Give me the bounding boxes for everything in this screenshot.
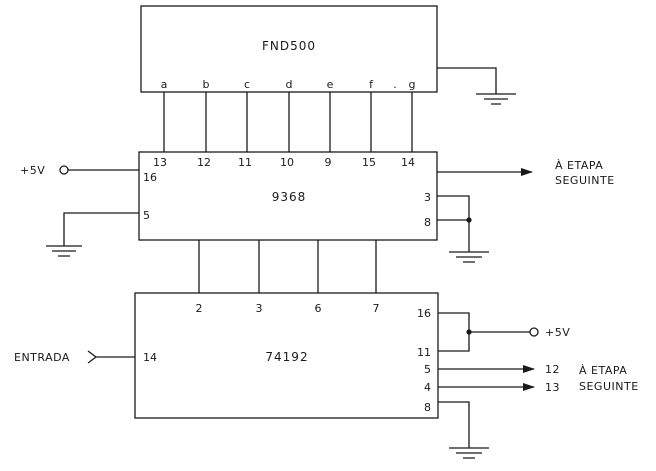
decoder-9368-body [138, 151, 438, 241]
counter-pin-5: 5 [424, 363, 431, 376]
decoder-pin-16: 16 [143, 171, 157, 184]
decoder-pin-11: 11 [238, 156, 252, 169]
next-stage-bottom-line2: SEGUINTE [579, 380, 639, 393]
fnd500-label: FND500 [262, 39, 316, 53]
decoder-9368: 9368 13 12 11 10 9 15 14 16 5 3 8 [138, 151, 438, 241]
output-13-label: 13 [545, 381, 560, 394]
fnd500-ground [437, 67, 516, 105]
decoder-pin-9: 9 [325, 156, 332, 169]
vcc-terminal-right [529, 327, 539, 337]
fnd500-pin-d: d [286, 78, 293, 91]
next-stage-top-line2: SEGUINTE [555, 174, 615, 187]
counter-pin-6: 6 [315, 302, 322, 315]
decoder-pin-13: 13 [153, 156, 167, 169]
decoder-pin3-pin8-ground [437, 195, 489, 263]
decoder-pin-12: 12 [197, 156, 211, 169]
decoder-pin-15: 15 [362, 156, 376, 169]
decoder-output: À ETAPA SEGUINTE [437, 159, 615, 187]
decoder-pin-5: 5 [143, 209, 150, 222]
fnd500-pin-b: b [203, 78, 210, 91]
vcc-label-right: +5V [545, 326, 570, 339]
fnd500-pin-c: c [244, 78, 250, 91]
junction-dot-decoder [466, 217, 472, 223]
input-arrow-icon [87, 350, 98, 364]
fnd500-pin-g: g [409, 78, 416, 91]
counter-pin-4: 4 [424, 381, 431, 394]
counter-input: ENTRADA [14, 350, 135, 364]
decoder-pin5-ground [46, 212, 139, 257]
fnd500-pin-dp: . [393, 78, 397, 91]
counter-pin-14: 14 [143, 351, 157, 364]
decoder-9368-label: 9368 [272, 190, 307, 204]
fnd500-pin-e: e [327, 78, 334, 91]
counter-74192-body [134, 292, 439, 419]
counter-vcc: +5V [438, 312, 570, 352]
bcd-bus [198, 240, 377, 293]
next-stage-top-line1: À ETAPA [555, 159, 603, 172]
decoder-vcc: +5V [20, 164, 139, 177]
vcc-terminal-left [59, 165, 69, 175]
counter-74192: 74192 2 3 6 7 14 16 11 5 4 8 [134, 292, 439, 419]
fnd500-pin-a: a [161, 78, 168, 91]
junction-dot-counter [466, 329, 472, 335]
counter-pin-3: 3 [256, 302, 263, 315]
decoder-pin-14: 14 [401, 156, 415, 169]
fnd500-display: FND500 a b c d e f . g [140, 5, 438, 93]
counter-pin-16: 16 [417, 307, 431, 320]
counter-pin-7: 7 [373, 302, 380, 315]
decoder-pin-10: 10 [280, 156, 294, 169]
counter-74192-label: 74192 [265, 350, 308, 364]
counter-outputs: 12 13 À ETAPA SEGUINTE [438, 363, 639, 394]
input-label: ENTRADA [14, 351, 70, 364]
vcc-label-left: +5V [20, 164, 45, 177]
fnd500-pin-f: f [369, 78, 374, 91]
segment-bus [163, 92, 413, 152]
counter-pin8-ground [438, 401, 489, 459]
counter-pin-11: 11 [417, 346, 431, 359]
fnd500-body [140, 5, 438, 93]
decoder-pin-8: 8 [424, 216, 431, 229]
counter-pin-8: 8 [424, 401, 431, 414]
output-12-label: 12 [545, 363, 560, 376]
next-stage-bottom-line1: À ETAPA [579, 364, 627, 377]
counter-pin-2: 2 [196, 302, 203, 315]
decoder-pin-3: 3 [424, 191, 431, 204]
